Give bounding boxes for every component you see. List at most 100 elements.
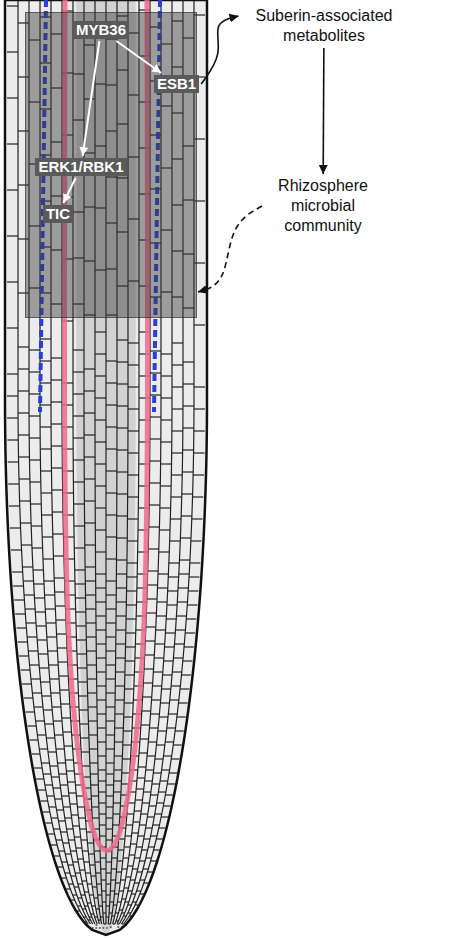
cross-wall [70,803,77,804]
cross-wall [7,395,18,396]
cross-wall [73,825,80,826]
cross-wall [149,482,160,483]
cross-wall [44,580,54,581]
cross-wall [127,590,137,591]
cross-wall [73,371,84,372]
cross-wall [127,540,138,541]
cross-wall [90,773,98,774]
cross-wall [130,879,135,880]
cross-wall [74,525,85,526]
cross-wall [15,613,25,614]
cross-wall [157,587,167,588]
cross-wall [115,727,124,728]
cross-wall [139,860,145,861]
cross-wall [45,608,55,609]
cross-wall [133,901,137,902]
cross-wall [68,864,73,865]
cross-wall [167,783,175,784]
cross-wall [162,769,170,770]
cross-wall [7,439,18,440]
cross-wall [80,869,85,870]
cross-wall [51,776,59,777]
cross-wall [113,791,120,792]
cross-wall [48,751,56,752]
cross-wall [127,562,137,563]
cross-wall [106,580,116,581]
cross-wall [117,383,128,384]
gene-label: ERK1/RBK1 [35,158,126,176]
cross-wall [108,923,110,924]
cross-wall [146,612,156,613]
cross-wall [58,820,65,821]
cross-wall [95,927,97,928]
cross-wall [96,601,106,602]
arrow-connector [201,16,238,84]
cross-wall [37,639,47,640]
cross-wall [36,778,44,779]
cross-wall [128,890,132,891]
cross-wall [172,364,183,365]
cross-wall [141,813,148,814]
cross-wall [142,849,148,850]
cross-wall [132,868,137,869]
gene-label-text: ESB1 [154,75,199,93]
cross-wall [24,697,33,698]
cross-wall [106,448,117,449]
cross-wall [90,762,98,763]
cross-wall [79,695,88,696]
cross-wall [183,361,194,362]
cross-wall [172,342,183,343]
metabolite-label: Suberin-associated metabolites [242,6,407,46]
cross-wall [194,386,205,387]
cross-wall [86,594,96,595]
cross-wall [128,430,139,431]
root-outline [5,0,207,935]
cross-wall [117,926,119,927]
cross-wall [53,555,64,556]
cross-wall [51,379,62,380]
cross-wall [68,781,76,782]
cross-wall [106,470,117,471]
cross-wall [144,668,154,669]
cross-wall [106,828,113,829]
cross-wall [152,699,161,700]
cross-wall [87,902,91,903]
cross-wall [181,674,190,675]
cross-wall [86,622,96,623]
cross-wall [176,615,186,616]
cross-wall [179,559,189,560]
cross-wall [40,426,51,427]
cross-wall [98,919,101,920]
cross-wall [124,846,130,847]
cross-wall [156,744,164,745]
cross-wall [127,518,138,519]
cross-wall [19,655,29,656]
cross-wall [165,741,173,742]
cross-wall [51,692,60,693]
cross-wall [91,913,94,914]
cross-wall [161,441,172,442]
cross-wall [24,594,34,595]
cross-wall [65,759,73,760]
cross-wall [78,858,84,859]
cross-wall [143,791,150,792]
cross-wall [86,636,96,637]
cross-wall [38,653,48,654]
cross-wall [84,861,90,862]
cross-wall [116,920,118,921]
zone-shading [25,12,197,318]
cross-wall [89,894,93,895]
cross-wall [128,342,139,343]
cross-wall [116,629,126,630]
cross-wall [113,813,120,814]
cross-wall [147,755,155,756]
cross-wall [106,720,115,721]
cross-wall [161,463,172,464]
cross-wall [129,854,135,855]
cross-wall [99,927,101,928]
cross-wall [106,795,113,796]
cross-wall [96,573,106,574]
cross-wall [123,857,129,858]
cross-wall [171,758,179,759]
